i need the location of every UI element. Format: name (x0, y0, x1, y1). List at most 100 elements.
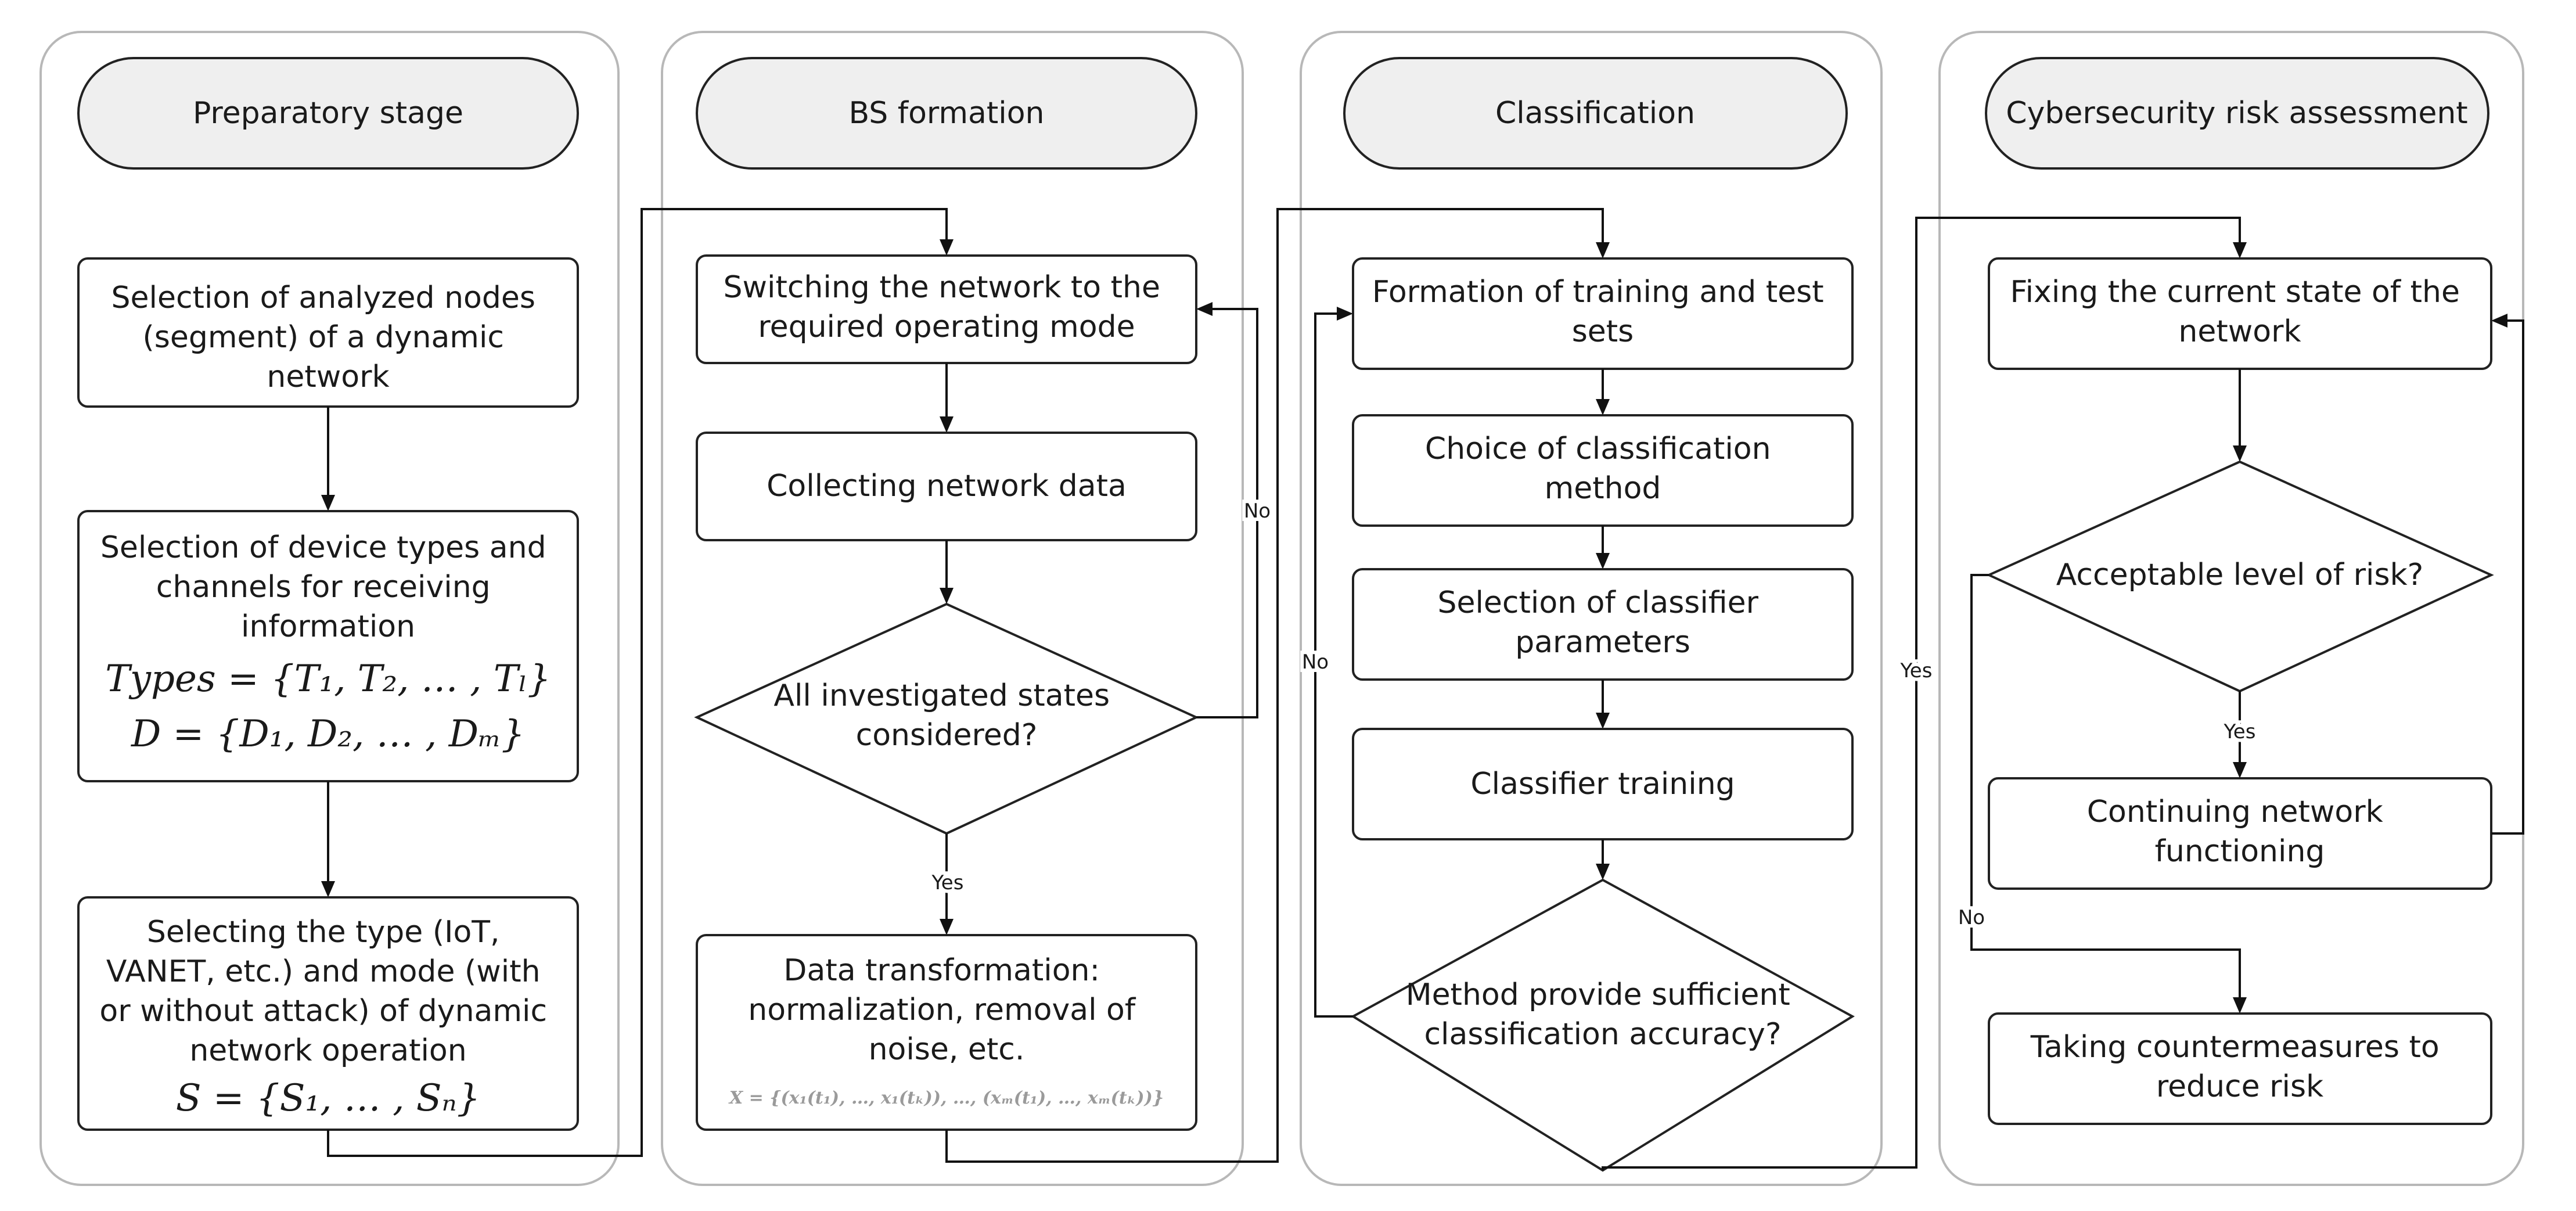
arrowhead (2233, 445, 2247, 462)
arrowhead (1596, 399, 1610, 415)
header-classification: Classification (1343, 57, 1848, 170)
arrowhead (2233, 762, 2247, 778)
s-formula: S = {S₁, … , Sₙ} (176, 1077, 481, 1120)
node-select-type-line: Selecting the type (IoT, (147, 915, 500, 950)
header-preparatory: Preparatory stage (77, 57, 579, 170)
node-transformation-line: Data transformation: (783, 953, 1100, 988)
arrow-lane2-to-lane3 (945, 208, 1604, 1163)
svg-text:Switching the network to the: Switching the network to the required op… (723, 270, 1170, 344)
label-no-classification: No (1302, 651, 1329, 674)
node-transformation-line: noise, etc. (869, 1032, 1025, 1067)
decision-accuracy-line: Method provide sufficient (1406, 978, 1790, 1012)
node-select-nodes-line: Selection of analyzed nodes (111, 281, 535, 315)
decision-accuracy: Method provide sufficient classification… (1351, 878, 1855, 1172)
arrow-continuing-loop (2491, 319, 2524, 835)
decision-accuracy-line: classification accuracy? (1424, 1017, 1781, 1052)
node-select-type-line: VANET, etc.) and mode (with (106, 954, 541, 989)
node-training-text: Classifier training (1470, 767, 1735, 802)
arrow-risk-no (1970, 574, 2241, 997)
node-transformation-line: normalization, removal of (748, 993, 1136, 1027)
svg-text:Selection of analyzed nodes: Selection of analyzed nodes (segment) of… (111, 281, 545, 394)
arrowhead (1596, 553, 1610, 569)
node-switching: Switching the network to the required op… (696, 254, 1197, 364)
types-formula: Types = {T₁, T₂, … , Tₗ} (105, 657, 551, 700)
node-formation: Formation of training and test sets (1352, 257, 1854, 370)
node-collecting: Collecting network data (696, 432, 1197, 541)
arrowhead (1196, 302, 1213, 316)
node-countermeasures: Taking countermeasures to reduce risk (1988, 1012, 2492, 1125)
node-formation-line: sets (1572, 314, 1634, 349)
node-device-types-line: channels for receiving (156, 570, 491, 605)
label-no-bs: No (1244, 500, 1271, 523)
svg-text:Continuing network funct: Continuing network functioning (2087, 795, 2392, 869)
header-bs-formation: BS formation (696, 57, 1197, 170)
arrowhead (940, 239, 954, 256)
node-select-nodes: Selection of analyzed nodes (segment) of… (77, 257, 579, 408)
arrow-lane3-to-lane4 (1602, 217, 2241, 1170)
arrowhead (1596, 242, 1610, 258)
label-yes-bs: Yes (931, 871, 964, 894)
arrowhead (1596, 713, 1610, 729)
decision-all-states-line: considered? (856, 718, 1038, 753)
node-choice: Choice of classification method (1352, 414, 1854, 527)
node-selection-line: parameters (1515, 625, 1690, 660)
node-choice-line: method (1545, 471, 1661, 506)
node-device-types: Selection of device types and channels f… (77, 510, 579, 782)
node-switching-line: required operating mode (758, 310, 1135, 344)
node-select-type-line: or without attack) of dynamic (99, 994, 547, 1029)
d-formula: D = {D₁, D₂, … , Dₘ} (131, 713, 525, 756)
x-formula: X = {(x₁(t₁), …, x₁(tₖ)), …, (xₘ(t₁), …,… (728, 1088, 1164, 1108)
arrowhead (2233, 997, 2247, 1014)
label-yes-risk: Yes (2224, 720, 2256, 743)
arrowhead (940, 416, 954, 433)
label-yes-classification: Yes (1900, 659, 1933, 682)
arrowhead (321, 495, 335, 511)
node-training: Classifier training (1352, 728, 1854, 840)
node-selection-line: Selection of classifier (1437, 585, 1758, 620)
arrowhead (2233, 242, 2247, 258)
arrowhead (1596, 864, 1610, 880)
node-countermeasures-line: Taking countermeasures to (2030, 1030, 2440, 1065)
node-continuing: Continuing network functioning (1988, 777, 2492, 890)
node-selection: Selection of classifier parameters (1352, 568, 1854, 681)
decision-all-states: All investigated states considered? (694, 602, 1199, 835)
svg-text:All investigated states: All investigated states considered? (773, 678, 1119, 753)
svg-text:Selecting the type (IoT,: Selecting the type (IoT, VANET, etc.) an… (99, 915, 556, 1068)
node-select-nodes-line: network (267, 360, 389, 394)
node-device-types-line: information (241, 609, 415, 644)
arrow-lane1-to-lane2 (327, 208, 948, 1157)
header-risk-assessment-text: Cybersecurity risk assessment (2006, 96, 2467, 131)
node-select-nodes-line: (segment) of a dynamic (142, 320, 504, 355)
node-choice-line: Choice of classification (1425, 432, 1771, 466)
svg-text:Data transformation: nor: Data transformation: normalization, remo… (748, 953, 1145, 1067)
arrowhead (1337, 307, 1353, 321)
header-risk-assessment: Cybersecurity risk assessment (1985, 57, 2489, 170)
node-continuing-line: functioning (2155, 834, 2325, 869)
arrow-accuracy-no (1314, 312, 1353, 1018)
node-fixing-line: Fixing the current state of the (2010, 275, 2460, 310)
node-fixing-line: network (2178, 314, 2301, 349)
svg-text:Formation of training and test: Formation of training and test sets (1372, 275, 1833, 349)
node-select-type-line: network operation (189, 1033, 466, 1068)
decision-risk-text: Acceptable level of risk? (2056, 558, 2424, 592)
arrowhead (940, 919, 954, 935)
svg-text:Selection of device types and: Selection of device types and channels f… (100, 530, 556, 644)
header-bs-formation-text: BS formation (848, 96, 1044, 131)
decision-all-states-line: All investigated states (773, 678, 1110, 713)
svg-text:Choice of classification: Choice of classification method (1425, 432, 1780, 506)
node-countermeasures-line: reduce risk (2156, 1069, 2323, 1104)
node-switching-line: Switching the network to the (723, 270, 1160, 305)
node-collecting-text: Collecting network data (767, 469, 1127, 504)
arrowhead (940, 588, 954, 604)
node-formation-line: Formation of training and test (1372, 275, 1824, 310)
arrowhead (321, 881, 335, 897)
node-fixing: Fixing the current state of the network (1988, 257, 2492, 370)
svg-text:Selection of classifier: Selection of classifier parameters (1437, 585, 1768, 660)
node-transformation: Data transformation: normalization, remo… (696, 934, 1197, 1131)
svg-text:Taking countermeasures to: Taking countermeasures to reduce risk (2030, 1030, 2449, 1104)
svg-text:Method provide sufficient: Method provide sufficient classification… (1406, 978, 1800, 1052)
node-device-types-line: Selection of device types and (100, 530, 546, 565)
header-classification-text: Classification (1495, 96, 1695, 131)
arrow-decision-no (1196, 308, 1258, 718)
